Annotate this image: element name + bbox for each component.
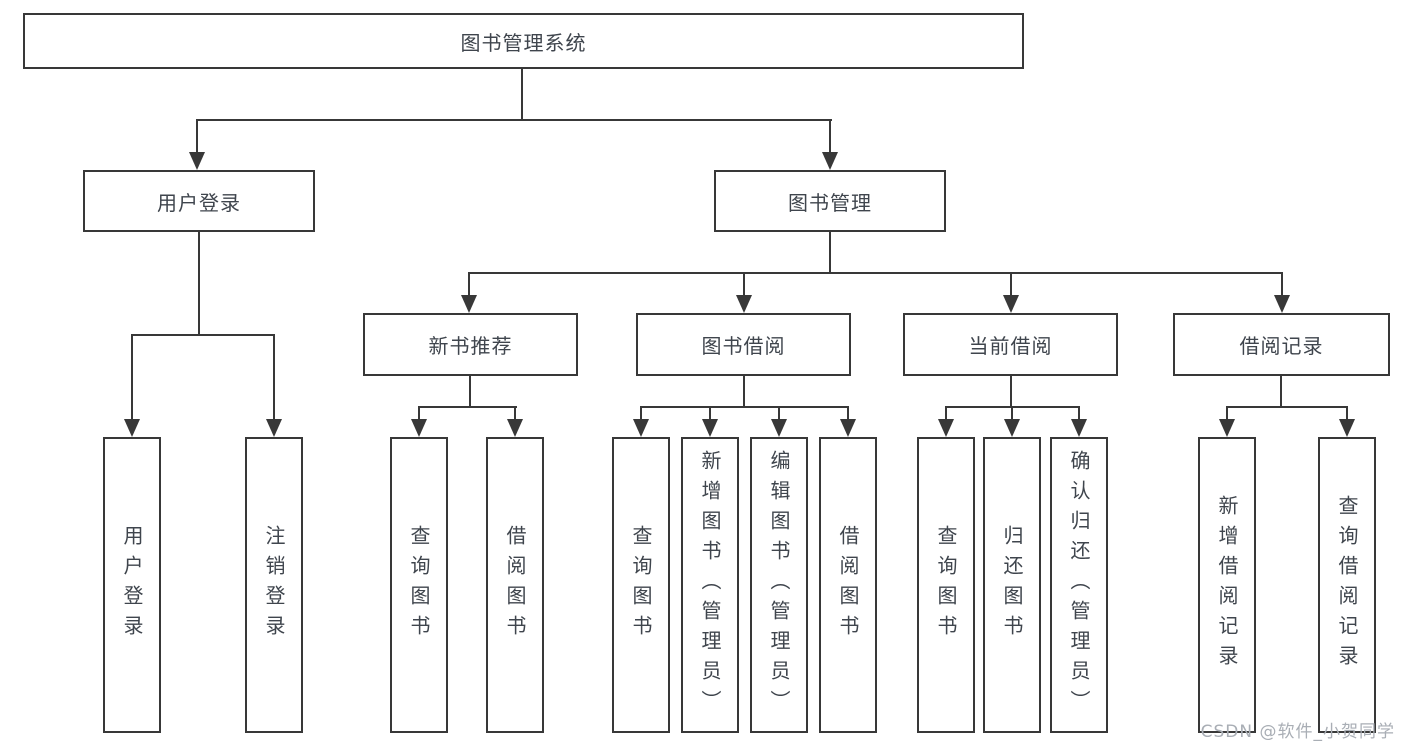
leaf-borrow-edit-book-admin-label: 编辑图书（管理员） (767, 450, 791, 720)
connector-drop-nb-query (418, 406, 420, 422)
leaf-current-query-book: 查询图书 (917, 437, 975, 733)
leaf-logout-label: 注销登录 (262, 525, 286, 645)
connector-records-stem (1280, 375, 1282, 408)
connector-records-split (1226, 406, 1347, 408)
connector-user-login-stem (198, 232, 200, 336)
node-book-management: 图书管理 (714, 170, 946, 232)
connector-root-split (196, 119, 832, 121)
connector-new-book-stem (469, 375, 471, 408)
arrow-into-rec-add (1219, 419, 1235, 437)
node-book-borrow: 图书借阅 (636, 313, 851, 376)
arrow-into-current-borrow (1003, 295, 1019, 313)
node-book-borrow-label: 图书借阅 (701, 334, 786, 358)
leaf-current-query-book-label: 查询图书 (934, 525, 958, 645)
node-book-management-label: 图书管理 (788, 190, 872, 215)
arrow-into-cur-query (938, 419, 954, 437)
connector-drop-bb-edit (778, 406, 780, 422)
arrow-into-book-mgmt (822, 152, 838, 170)
leaf-borrow-query-book: 查询图书 (612, 437, 670, 733)
connector-drop-nb-borrow (514, 406, 516, 422)
leaf-newbook-query-book-label: 查询图书 (407, 525, 431, 645)
leaf-current-confirm-return-admin-label: 确认归还（管理员） (1067, 450, 1091, 720)
leaf-borrow-query-book-label: 查询图书 (629, 525, 653, 645)
connector-drop-user-login (196, 119, 198, 155)
arrow-into-borrow-records (1274, 295, 1290, 313)
connector-book-mgmt-stem (829, 232, 831, 274)
leaf-newbook-borrow-book: 借阅图书 (486, 437, 544, 733)
connector-drop-current-borrow (1010, 272, 1012, 298)
node-current-borrow: 当前借阅 (903, 313, 1118, 376)
connector-user-login-split (131, 334, 275, 336)
connector-drop-rec-query (1346, 406, 1348, 422)
leaf-records-add-record: 新增借阅记录 (1198, 437, 1256, 733)
connector-drop-borrow-records (1281, 272, 1283, 298)
leaf-records-query-record-label: 查询借阅记录 (1335, 495, 1359, 675)
connector-root-stem (521, 69, 523, 120)
node-root: 图书管理系统 (23, 13, 1024, 69)
arrow-into-nb-query (411, 419, 427, 437)
arrow-into-bb-borrow (840, 419, 856, 437)
connector-book-borrow-split (640, 406, 849, 408)
connector-current-stem (1010, 375, 1012, 408)
leaf-borrow-borrow-book-label: 借阅图书 (836, 525, 860, 645)
csdn-watermark: CSDN @软件_小贺同学 (1200, 722, 1395, 742)
leaf-records-add-record-label: 新增借阅记录 (1215, 495, 1239, 675)
node-new-book-recommend: 新书推荐 (363, 313, 578, 376)
connector-drop-cur-query (945, 406, 947, 422)
arrow-into-bb-add (702, 419, 718, 437)
connector-drop-bb-borrow (847, 406, 849, 422)
leaf-user-login: 用户登录 (103, 437, 161, 733)
node-user-login: 用户登录 (83, 170, 315, 232)
connector-drop-bb-add (709, 406, 711, 422)
connector-drop-book-mgmt (829, 119, 831, 155)
leaf-newbook-query-book: 查询图书 (390, 437, 448, 733)
leaf-borrow-edit-book-admin: 编辑图书（管理员） (750, 437, 808, 733)
connector-drop-rec-add (1226, 406, 1228, 422)
leaf-current-return-book: 归还图书 (983, 437, 1041, 733)
arrow-into-cur-confirm (1071, 419, 1087, 437)
arrow-into-book-borrow (736, 295, 752, 313)
connector-book-borrow-stem (743, 375, 745, 408)
leaf-current-return-book-label: 归还图书 (1000, 525, 1024, 645)
arrow-into-new-book (461, 295, 477, 313)
connector-new-book-split (418, 406, 517, 408)
leaf-records-query-record: 查询借阅记录 (1318, 437, 1376, 733)
connector-drop-book-borrow (743, 272, 745, 298)
arrow-into-leaf-user-login (124, 419, 140, 437)
node-borrow-records: 借阅记录 (1173, 313, 1390, 376)
connector-drop-leaf-user-login (131, 334, 133, 422)
arrow-into-bb-query (633, 419, 649, 437)
arrow-into-cur-return (1004, 419, 1020, 437)
node-new-book-recommend-label: 新书推荐 (428, 334, 513, 358)
leaf-borrow-add-book-admin: 新增图书（管理员） (681, 437, 739, 733)
leaf-logout: 注销登录 (245, 437, 303, 733)
connector-drop-cur-confirm (1078, 406, 1080, 422)
connector-drop-leaf-logout (273, 334, 275, 422)
connector-drop-new-book (468, 272, 470, 298)
leaf-current-confirm-return-admin: 确认归还（管理员） (1050, 437, 1108, 733)
leaf-user-login-label: 用户登录 (120, 525, 144, 645)
arrow-into-rec-query (1339, 419, 1355, 437)
leaf-newbook-borrow-book-label: 借阅图书 (503, 525, 527, 645)
node-root-label: 图书管理系统 (460, 30, 587, 55)
connector-book-mgmt-split (468, 272, 1283, 274)
arrow-into-leaf-logout (266, 419, 282, 437)
connector-drop-cur-return (1011, 406, 1013, 422)
connector-drop-bb-query (640, 406, 642, 422)
arrow-into-user-login (189, 152, 205, 170)
leaf-borrow-borrow-book: 借阅图书 (819, 437, 877, 733)
arrow-into-bb-edit (771, 419, 787, 437)
node-borrow-records-label: 借阅记录 (1239, 334, 1324, 358)
node-user-login-label: 用户登录 (157, 190, 241, 215)
arrow-into-nb-borrow (507, 419, 523, 437)
node-current-borrow-label: 当前借阅 (968, 334, 1053, 358)
leaf-borrow-add-book-admin-label: 新增图书（管理员） (698, 450, 722, 720)
